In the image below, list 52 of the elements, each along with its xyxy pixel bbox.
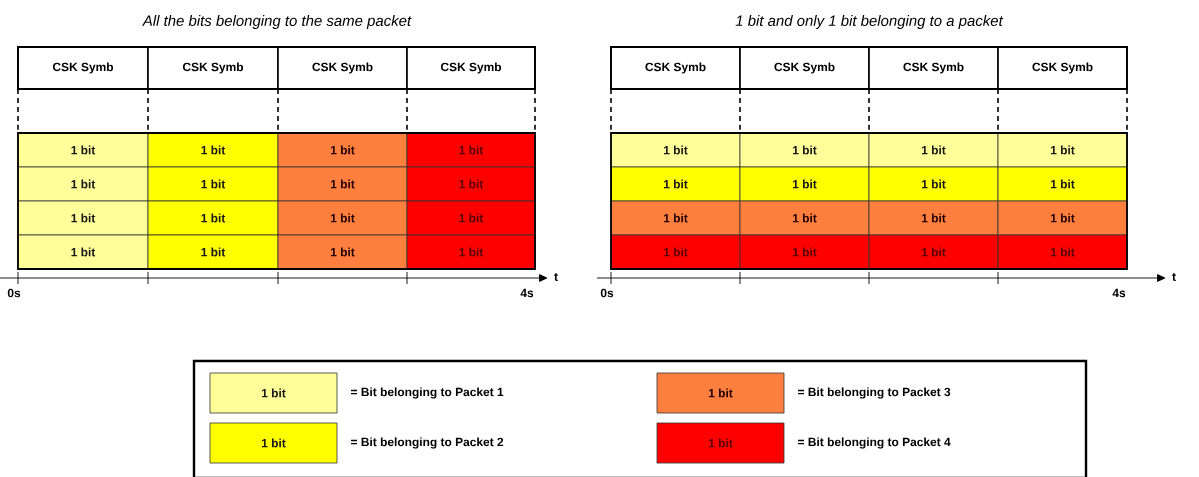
bit-cell: 1 bit [147,132,279,168]
legend-text: = Bit belonging to Packet 4 [798,437,951,449]
axis-label: 0s [7,288,21,298]
axis-label: t [554,273,558,281]
bit-cell: 1 bit [277,166,408,202]
panel-title: 1 bit and only 1 bit belonging to a packet [735,15,1004,29]
axis-label: 4s [1112,288,1126,298]
bit-cell: 1 bit [277,132,408,168]
header-cell: CSK Symb [406,46,536,90]
bit-cell: 1 bit [406,200,536,236]
header-cell: CSK Symb [147,46,279,90]
bit-cell: 1 bit [147,166,279,202]
bit-cell: 1 bit [997,234,1128,270]
bit-cell: 1 bit [610,166,741,202]
axis-label: 4s [520,288,534,298]
legend-text: = Bit belonging to Packet 3 [798,387,951,399]
bit-cell: 1 bit [610,234,741,270]
header-cell: CSK Symb [17,46,149,90]
bit-cell: 1 bit [610,200,741,236]
bit-cell: 1 bit [406,234,536,270]
bit-cell: 1 bit [147,234,279,270]
legend-text: = Bit belonging to Packet 2 [351,437,504,449]
bit-cell: 1 bit [17,132,149,168]
legend-text: = Bit belonging to Packet 1 [351,387,504,399]
bit-cell: 1 bit [739,166,870,202]
axis-label: t [1172,273,1176,281]
bit-cell: 1 bit [406,166,536,202]
header-cell: CSK Symb [868,46,999,90]
bit-cell: 1 bit [739,234,870,270]
bit-cell: 1 bit [277,200,408,236]
bit-cell: 1 bit [277,234,408,270]
bit-cell: 1 bit [406,132,536,168]
header-cell: CSK Symb [739,46,870,90]
axis-label: 0s [600,288,614,298]
bit-cell: 1 bit [610,132,741,168]
bit-cell: 1 bit [868,200,999,236]
bit-cell: 1 bit [997,132,1128,168]
bit-cell: 1 bit [17,166,149,202]
header-cell: CSK Symb [997,46,1128,90]
header-cell: CSK Symb [277,46,408,90]
bit-cell: 1 bit [868,166,999,202]
bit-cell: 1 bit [17,200,149,236]
bit-cell: 1 bit [997,166,1128,202]
bit-cell: 1 bit [997,200,1128,236]
bit-cell: 1 bit [868,132,999,168]
bit-cell: 1 bit [868,234,999,270]
bit-cell: 1 bit [147,200,279,236]
bit-cell: 1 bit [739,132,870,168]
bit-cell: 1 bit [739,200,870,236]
bit-cell: 1 bit [17,234,149,270]
panel-title: All the bits belonging to the same packet [142,15,412,29]
header-cell: CSK Symb [610,46,741,90]
